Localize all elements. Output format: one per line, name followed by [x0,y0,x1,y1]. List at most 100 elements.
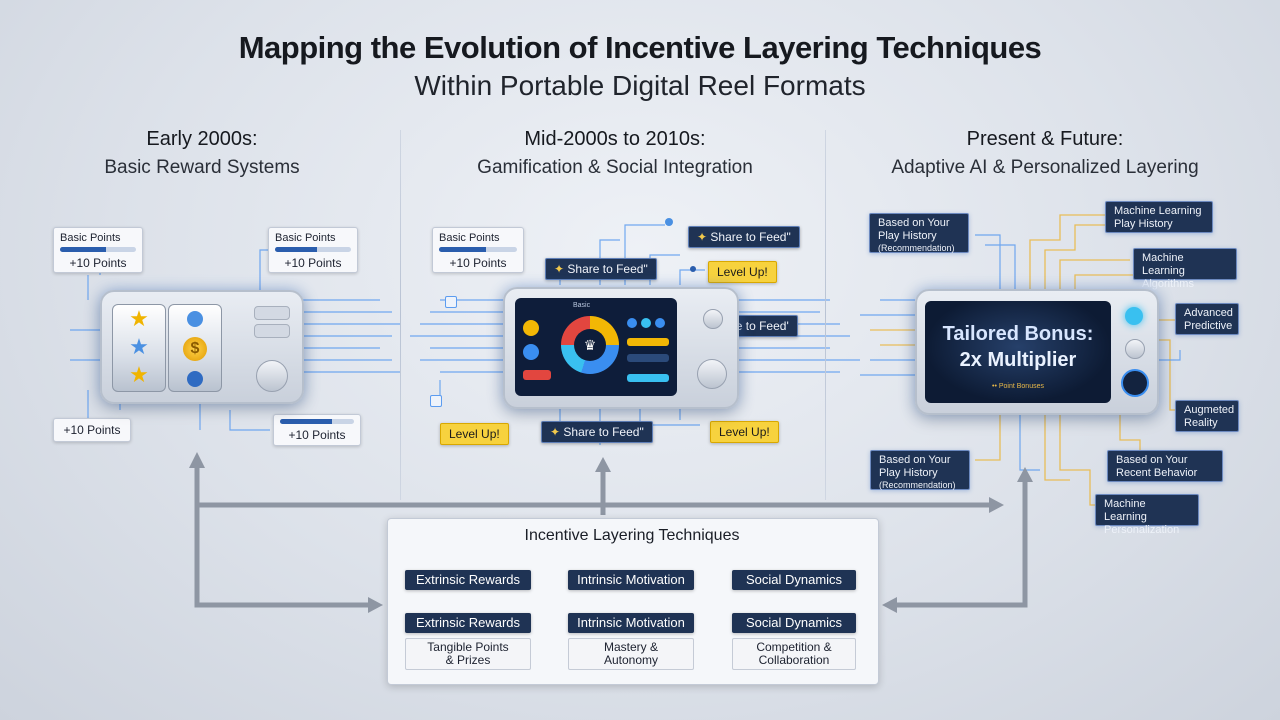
techniques-title: Incentive Layering Techniques [524,527,740,544]
slot-reel: ★ ★ ★ [112,304,166,392]
era-heading-present: Present & Future: Adaptive AI & Personal… [865,128,1225,179]
label-line: Advanced [1184,307,1233,319]
star-icon: ★ [129,334,149,359]
points-progress-bar [60,247,136,252]
era-subtitle: Gamification & Social Integration [477,157,753,178]
label-line: Based on Your [879,454,951,466]
detail-line: Mastery & [603,640,658,654]
era-title: Early 2000s: [146,128,258,150]
level-up-badge: Level Up! [440,423,509,445]
node-dot-icon [665,218,673,226]
era-divider [400,130,401,500]
bonus-value: 2x Multiplier [959,349,1077,371]
share-label: Share to Feed" [563,425,644,439]
level-up-badge: Level Up! [710,421,779,443]
points-progress-bar [280,419,354,424]
era-heading-early: Early 2000s: Basic Reward Systems [22,128,382,179]
share-to-feed-badge: ✦ Share to Feed" [545,258,657,280]
page-subtitle: Within Portable Digital Reel Formats [414,70,866,101]
detail-line: Tangible Points [427,640,509,654]
node-dot-icon [690,266,696,272]
spark-icon: ✦ [554,262,568,276]
device-button[interactable] [254,306,290,320]
era-title: Mid-2000s to 2010s: [524,128,706,150]
era-title: Present & Future: [966,128,1124,150]
label-line: Recent Behavior [1116,467,1198,479]
star-icon: ★ [129,306,149,331]
bonus-title: Tailored Bonus: [942,323,1094,345]
technique-social: Social Dynamics [732,570,856,590]
level-up-badge: Level Up! [708,261,777,283]
ml-personalization-label: Machine Learning Personalization [1095,494,1199,536]
detail-line: & Prizes [445,653,491,667]
label-line: Algorithms [1142,278,1194,290]
share-label: Share to Feed" [710,230,791,244]
points-card-value: +10 Points [284,256,342,270]
share-label: Share to Feed" [567,262,648,276]
ml-algorithms-label: Machine Learning Algorithms [1133,248,1237,290]
points-card: +10 Points [273,414,361,446]
detail-line: Autonomy [603,653,659,667]
era-subtitle: Adaptive AI & Personalized Layering [891,157,1199,178]
yellow-pill [627,338,669,346]
label-line: Personalization [1104,524,1180,536]
points-progress-bar [439,247,517,252]
points-card-value: +10 Points [288,428,346,442]
level-up-label: Level Up! [449,427,500,441]
label-line: Augmeted [1184,404,1235,416]
dial-button[interactable] [1121,369,1149,397]
label-line: Based on Your [878,217,950,229]
technique-extrinsic: Extrinsic Rewards [405,570,531,590]
technique-intrinsic: Intrinsic Motivation [568,570,694,590]
technique-social: Social Dynamics [732,613,856,633]
label-line: Machine Learning [1104,498,1147,523]
points-card-label: Basic Points [275,232,336,244]
label-line: Based on Your [1116,454,1188,466]
history-label: Based on Your Play History (Recommendati… [869,213,969,253]
ml-history-label: Machine Learning Play History [1105,201,1213,233]
gem-icon [523,344,539,360]
chat-icon [430,395,442,407]
dpad-button[interactable] [256,360,288,392]
label-line: Play History [879,467,938,479]
points-card-value: +10 Points [69,256,127,270]
label-line: Reality [1184,417,1218,429]
device-screen: ♛ Basic [515,298,677,396]
points-card-label: Basic Points [60,232,121,244]
label-line: Machine Learning [1114,205,1202,217]
coin-icon: $ [183,337,207,361]
recent-behavior-label: Based on Your Recent Behavior [1107,450,1223,482]
device-button[interactable] [1125,339,1145,359]
technique-extrinsic: Extrinsic Rewards [405,613,531,633]
trophy-icon: ♛ [574,329,606,361]
era-heading-mid: Mid-2000s to 2010s: Gamification & Socia… [435,128,795,179]
label-line: Machine Learning [1142,252,1185,277]
augmented-reality-label: Augmeted Reality [1175,400,1239,432]
technique-detail: Tangible Points & Prizes [405,638,531,670]
star-icon: ★ [129,362,149,387]
technique-intrinsic: Intrinsic Motivation [568,613,694,633]
progress-ring: ♛ [561,316,619,374]
spark-icon: ✦ [697,230,711,244]
points-card-value: +10 Points [449,256,507,270]
device-button[interactable] [254,324,290,338]
label-line: Predictive [1184,320,1233,332]
dpad-button[interactable] [697,359,727,389]
history-label: Based on Your Play History (Recommendati… [870,450,970,490]
label-line: Play History [878,230,937,242]
handheld-device: ♛ Basic [503,287,739,409]
coin-icon [523,320,539,336]
screen-tag: Basic [573,302,591,309]
glow-button[interactable] [1125,307,1143,325]
ai-device: Tailored Bonus: 2x Multiplier •• Point B… [915,289,1159,415]
device-screen: Tailored Bonus: 2x Multiplier •• Point B… [925,301,1111,403]
slot-machine-device: ★ ★ ★ $ [100,290,304,404]
blue-pill [627,354,669,362]
points-card-label: Basic Points [439,232,500,244]
label-line: (Recommendation) [878,243,955,253]
points-progress-bar [275,247,351,252]
dot-icon [655,318,665,328]
dot-icon [627,318,637,328]
era-divider [825,130,826,500]
device-button[interactable] [703,309,723,329]
